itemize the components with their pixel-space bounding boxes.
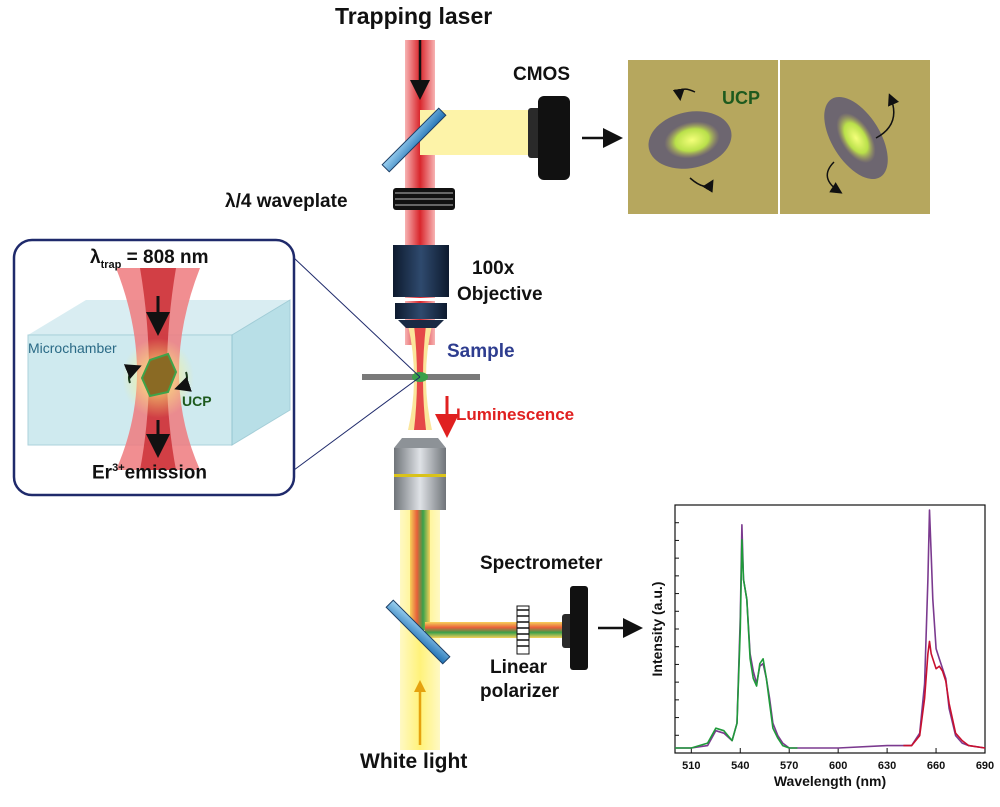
x-tick-label: 570 bbox=[780, 760, 798, 772]
spectrometer bbox=[562, 586, 588, 670]
inset-connector-top bbox=[293, 257, 421, 378]
objective-lens bbox=[393, 245, 449, 328]
camera-image-2 bbox=[780, 60, 930, 214]
polarizer-label-line1: Linear bbox=[490, 657, 548, 678]
waveplate bbox=[393, 188, 455, 210]
x-tick-label: 660 bbox=[927, 760, 945, 772]
inset-connector-bottom bbox=[293, 376, 421, 471]
x-tick-label: 540 bbox=[731, 760, 749, 772]
trapping-laser-label: Trapping laser bbox=[335, 3, 493, 29]
luminescence-label: Luminescence bbox=[456, 405, 575, 424]
x-tick-label: 510 bbox=[682, 760, 700, 772]
chart-plot-area bbox=[674, 504, 986, 754]
er-prefix: Er bbox=[92, 462, 113, 484]
lower-mirror bbox=[385, 599, 451, 665]
ucp-particle bbox=[140, 352, 178, 398]
lambda-symbol: λ bbox=[90, 247, 101, 268]
camera-image-1 bbox=[628, 60, 778, 214]
chart-ylabel: Intensity (a.u.) bbox=[649, 582, 665, 677]
linear-polarizer bbox=[516, 605, 530, 655]
upper-mirror bbox=[381, 107, 447, 173]
sample-label: Sample bbox=[447, 341, 515, 362]
er-emission-label: Er3+emission bbox=[92, 462, 207, 484]
inset-ucp-label: UCP bbox=[182, 393, 212, 409]
lambda-value: = 808 nm bbox=[126, 247, 209, 268]
inset-lambda-label: λtrap = 808 nm bbox=[90, 247, 209, 271]
waveplate-label: λ/4 waveplate bbox=[225, 191, 348, 212]
objective-label-line1: 100x bbox=[472, 258, 515, 279]
x-tick-label: 630 bbox=[878, 760, 896, 772]
white-light-label: White light bbox=[360, 750, 468, 773]
microchamber-label: Microchamber bbox=[28, 340, 117, 356]
x-tick-label: 600 bbox=[829, 760, 847, 772]
er-suffix: emission bbox=[124, 462, 207, 484]
spectrum-series-line-3 bbox=[675, 538, 798, 749]
spectrometer-label: Spectrometer bbox=[480, 553, 603, 574]
spectrum-series-line-2 bbox=[903, 640, 986, 749]
objective-label-line2: Objective bbox=[457, 284, 543, 305]
er-superscript: 3+ bbox=[112, 462, 125, 474]
chart-xlabel: Wavelength (nm) bbox=[774, 773, 886, 789]
spectrum-chart: 510 540 570 600 630 660 690 Wavelength (nm) In… bbox=[649, 504, 994, 789]
lambda-subscript: trap bbox=[100, 258, 122, 271]
condenser-lens bbox=[394, 438, 446, 510]
polarizer-label-line2: polarizer bbox=[480, 681, 560, 702]
inset-panel bbox=[12, 238, 296, 497]
cmos-camera bbox=[528, 96, 570, 180]
x-tick-label: 690 bbox=[976, 760, 994, 772]
camera-ucp-label: UCP bbox=[722, 88, 761, 108]
cmos-label: CMOS bbox=[513, 64, 570, 85]
emission-beam bbox=[410, 510, 565, 638]
